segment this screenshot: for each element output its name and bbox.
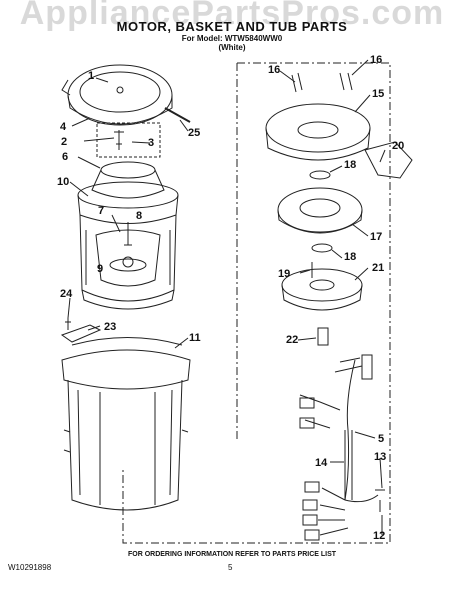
- callout-16b: 16: [370, 54, 382, 66]
- callout-20: 20: [392, 140, 404, 152]
- callout-1: 1: [88, 70, 94, 82]
- basket-drawing: [77, 161, 179, 310]
- page-number: 5: [228, 563, 233, 572]
- callout-18a: 18: [344, 159, 356, 171]
- wire-harness-drawing: [299, 354, 385, 541]
- ordering-footer: FOR ORDERING INFORMATION REFER TO PARTS …: [127, 551, 337, 558]
- callout-16a: 16: [268, 64, 280, 76]
- motor-drawing: [265, 72, 413, 346]
- callout-25: 25: [188, 127, 200, 139]
- callout-2: 2: [61, 136, 67, 148]
- callout-14: 14: [315, 457, 328, 469]
- callout-8: 8: [136, 210, 142, 222]
- document-number: W10291898: [8, 563, 52, 572]
- model-line: For Model: WTW5840WW0: [181, 34, 283, 43]
- callout-4: 4: [60, 121, 67, 133]
- assembly-boundary-line: [122, 62, 391, 544]
- callout-labels: 1 2 3 4 5 6 7 8 9 10 11 12 13 14 15 16 1…: [57, 54, 404, 542]
- page-title: MOTOR, BASKET AND TUB PARTS: [116, 19, 348, 34]
- callout-18b: 18: [344, 251, 356, 263]
- callout-24: 24: [60, 288, 73, 300]
- callout-22: 22: [286, 334, 298, 346]
- callout-15: 15: [372, 88, 384, 100]
- callout-19: 19: [278, 268, 290, 280]
- callout-23: 23: [104, 321, 116, 333]
- color-line: (White): [218, 43, 246, 52]
- callout-11: 11: [189, 332, 201, 344]
- callout-21: 21: [372, 262, 384, 274]
- callout-9: 9: [97, 263, 103, 275]
- callout-3: 3: [148, 137, 154, 149]
- callout-13: 13: [374, 451, 386, 463]
- callout-7: 7: [98, 205, 104, 217]
- bracket-drawing: [60, 324, 102, 343]
- outer-tub-drawing: [61, 337, 191, 511]
- callout-5: 5: [378, 433, 384, 445]
- callout-10: 10: [57, 176, 69, 188]
- callout-6: 6: [62, 151, 68, 163]
- watermark: AppliancePartsPros.com: [19, 0, 445, 32]
- callout-12: 12: [373, 530, 385, 542]
- tub-ring-drawing: [61, 64, 191, 126]
- callout-17: 17: [370, 231, 382, 243]
